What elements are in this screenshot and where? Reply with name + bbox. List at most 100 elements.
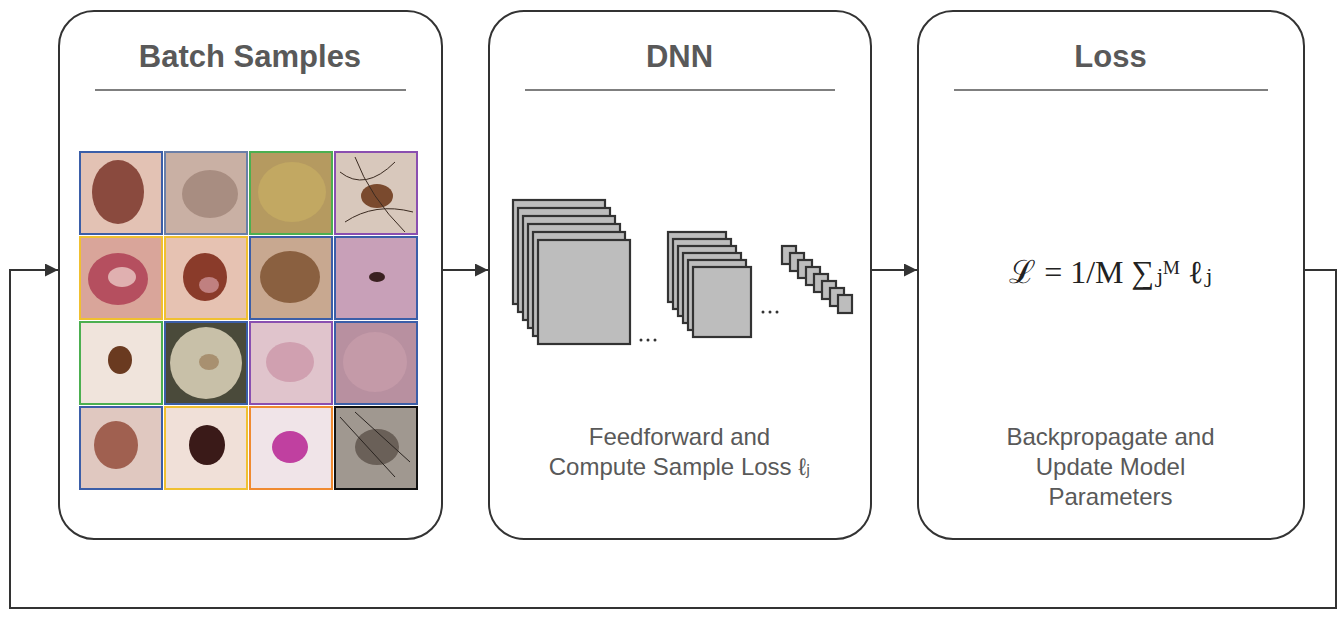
illustration-part <box>361 184 393 208</box>
illustration-part <box>335 407 417 489</box>
flow-arrow <box>443 269 488 271</box>
illustration-part <box>165 237 247 319</box>
illustration-part <box>80 322 162 404</box>
illustration-part <box>165 237 247 319</box>
illustration-part <box>165 322 247 404</box>
illustration-part <box>80 322 162 404</box>
illustration-part <box>165 237 247 319</box>
flow-arrow <box>10 270 1336 608</box>
illustration-part <box>80 237 162 319</box>
illustration-part <box>80 237 162 319</box>
illustration-part <box>260 251 320 303</box>
illustration-part <box>762 311 765 314</box>
illustration-part <box>199 277 219 293</box>
box-heading: DNN <box>515 39 845 75</box>
illustration-part <box>88 253 148 305</box>
illustration-part <box>92 160 144 224</box>
network-box: DNN Feedforward and Compute Sample Loss ℓ… <box>488 10 872 540</box>
illustration-part <box>335 237 417 319</box>
illustration-part <box>250 152 332 234</box>
illustration-part <box>272 431 308 463</box>
illustration-part <box>80 407 162 489</box>
layer-stack <box>782 246 852 313</box>
illustration-part <box>250 407 332 489</box>
illustration-part <box>335 322 417 404</box>
illustration-part <box>525 89 835 91</box>
illustration-part <box>250 152 332 234</box>
illustration-part <box>335 237 417 319</box>
box-caption: Backpropagate and Update Model Parameter… <box>976 422 1246 512</box>
illustration-part <box>250 407 332 489</box>
loss-formula: ℒ = 1/M ∑ⱼᴹ ℓⱼ <box>946 252 1276 292</box>
illustration-part <box>165 322 247 404</box>
illustration-part <box>80 152 162 234</box>
lesion-thumbnails <box>80 152 417 489</box>
illustration-part <box>199 354 219 370</box>
illustration-part <box>340 412 410 477</box>
flow-arrow <box>872 269 917 271</box>
illustration-part <box>250 237 332 319</box>
illustration-part <box>80 322 162 404</box>
illustration-part <box>80 407 162 489</box>
illustration-part <box>335 322 417 404</box>
box-caption: Feedforward and Compute Sample Loss ℓⱼ <box>545 422 815 482</box>
illustration-part <box>335 322 417 404</box>
illustration-part <box>343 332 407 392</box>
illustration-part <box>95 89 406 91</box>
illustration-part <box>94 421 138 469</box>
illustration-part <box>108 267 136 287</box>
illustration-part <box>340 157 413 232</box>
illustration-part <box>165 407 247 489</box>
layer-stack <box>513 200 630 344</box>
illustration-part <box>108 346 132 374</box>
illustration-part <box>250 152 332 234</box>
illustration-part <box>189 425 225 465</box>
illustration-part <box>80 152 162 234</box>
illustration-part <box>335 152 417 234</box>
loss-box: Loss ℒ = 1/M ∑ⱼᴹ ℓⱼ Backpropagate and Upda… <box>917 10 1305 540</box>
ellipsis-dots <box>640 311 779 342</box>
illustration-part <box>250 322 332 404</box>
illustration-part <box>335 237 417 319</box>
illustration-part <box>355 429 399 465</box>
network-layers <box>513 200 852 344</box>
layer-stack <box>668 232 751 337</box>
illustration-part <box>165 152 247 234</box>
illustration-part <box>170 327 242 399</box>
samples-box: Batch Samples <box>58 10 443 540</box>
illustration-part <box>250 322 332 404</box>
illustration-part <box>250 237 332 319</box>
illustration-part <box>335 407 417 489</box>
illustration-part <box>335 152 417 234</box>
illustration-part <box>250 322 332 404</box>
box-heading: Loss <box>946 39 1276 75</box>
illustration-part <box>654 339 657 342</box>
illustration-part <box>165 407 247 489</box>
illustration-part <box>258 162 326 222</box>
illustration-part <box>165 152 247 234</box>
illustration-part <box>250 237 332 319</box>
illustration-part <box>335 407 417 489</box>
illustration-part <box>776 311 779 314</box>
illustration-part <box>165 152 247 234</box>
illustration-part <box>769 311 772 314</box>
illustration-part <box>538 240 630 344</box>
illustration-part <box>954 89 1268 91</box>
illustration-part <box>250 407 332 489</box>
illustration-part <box>183 253 227 301</box>
illustration-part <box>640 339 643 342</box>
illustration-part <box>266 342 314 382</box>
illustration-part <box>838 295 852 313</box>
illustration-part <box>165 407 247 489</box>
illustration-part <box>647 339 650 342</box>
illustration-part <box>165 322 247 404</box>
illustration-part <box>369 272 385 282</box>
illustration-part <box>182 170 238 218</box>
divider-lines <box>95 89 1268 91</box>
illustration-part <box>335 152 417 234</box>
illustration-part <box>80 237 162 319</box>
illustration-part <box>80 407 162 489</box>
box-heading: Batch Samples <box>85 39 415 75</box>
illustration-part <box>80 152 162 234</box>
